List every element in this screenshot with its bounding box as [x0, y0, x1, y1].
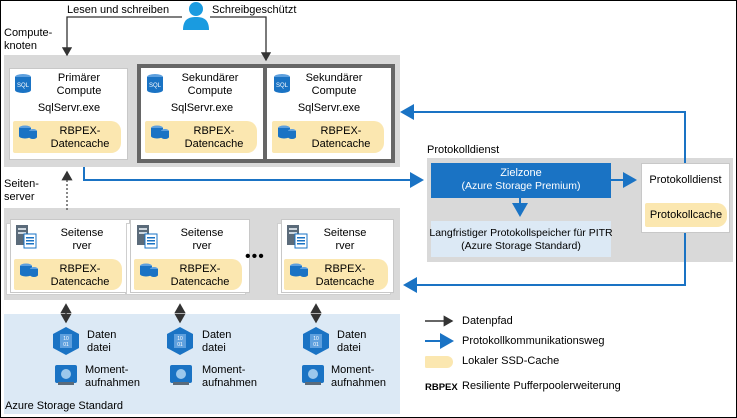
storage-1-snapshot-label-2: aufnahmen: [85, 377, 141, 389]
page-server-3-title-2: rver: [335, 240, 355, 252]
data-file-icon: 10 01: [303, 327, 329, 355]
svg-text:01: 01: [63, 342, 69, 348]
svg-text:10: 10: [63, 336, 69, 342]
storage-3-snapshot-label-1: Moment-: [331, 364, 375, 376]
page-server-3-title-1: Seitense: [323, 227, 367, 239]
storage-2-data-label-2: datei: [202, 342, 226, 354]
sql-database-icon: SQL: [274, 74, 290, 93]
storage-1-data-label-1: Daten: [87, 329, 117, 341]
log-cache: [645, 203, 727, 227]
secondary-compute-1-cache-label-1: RBPEX-: [193, 125, 235, 137]
rbpex-cache-icon: [140, 263, 158, 277]
log-service-node-title: Protokolldienst: [649, 174, 722, 186]
page-server-1-cache-label-1: RBPEX-: [59, 263, 101, 275]
page-server-2-title-2: rver: [192, 240, 212, 252]
data-file-icon: 10 01: [167, 327, 193, 355]
log-service-region-label: Protokolldienst: [427, 144, 500, 156]
secondary-compute-1-cache-label-2: Datencache: [184, 138, 244, 150]
long-term-storage-subtitle: (Azure Storage Standard): [461, 240, 581, 252]
secondary-compute-1-exe: SqlServr.exe: [170, 102, 234, 114]
secondary-compute-2-cache-label-2: Datencache: [311, 138, 371, 150]
page-server-region-label-1: Seiten-: [4, 178, 39, 190]
page-server-region-label-2: server: [4, 191, 35, 203]
page-server-1-title-1: Seitense: [60, 227, 104, 239]
svg-text:SQL: SQL: [276, 83, 289, 89]
page-server-1-cache-label-2: Datencache: [50, 276, 110, 288]
svg-text:10: 10: [177, 336, 183, 342]
primary-compute-cache-label-1: RBPEX-: [59, 125, 101, 137]
snapshot-icon: [170, 365, 192, 385]
legend-rbpex-text: Resiliente Pufferpoolerweiterung: [462, 380, 621, 392]
read-only-label: Schreibgeschützt: [212, 4, 297, 16]
landing-zone-box: [431, 163, 611, 198]
primary-compute-cache-label-2: Datencache: [50, 138, 110, 150]
legend-ssd-cache: Lokaler SSD-Cache: [462, 355, 560, 367]
landing-zone-subtitle: (Azure Storage Premium): [461, 180, 581, 192]
snapshot-icon: [55, 365, 77, 385]
storage-3-snapshot-label-2: aufnahmen: [331, 377, 387, 389]
rbpex-cache-icon: [19, 125, 37, 139]
read-write-label: Lesen und schreiben: [67, 4, 170, 16]
long-term-storage-title: Langfristiger Protokollspeicher für PITR: [429, 227, 613, 239]
storage-1-data-label-2: datei: [87, 342, 111, 354]
secondary-compute-2-title-2: Compute: [311, 85, 357, 97]
rbpex-cache-icon: [151, 125, 169, 139]
compute-region-label-1: Compute-: [4, 27, 53, 39]
rbpex-cache-icon: [290, 263, 308, 277]
secondary-divider: [263, 64, 267, 163]
svg-text:SQL: SQL: [149, 83, 162, 89]
secondary-compute-2-title-1: Sekundärer: [305, 72, 363, 84]
svg-text:SQL: SQL: [17, 83, 30, 89]
storage-3-data-label-1: Daten: [337, 329, 367, 341]
page-server-2-cache-label-2: Datencache: [170, 276, 230, 288]
long-term-storage-box: [431, 221, 611, 257]
server-icon: [16, 225, 37, 249]
secondary-compute-1-title-2: Compute: [187, 85, 233, 97]
secondary-compute-2-cache-label-1: RBPEX-: [320, 125, 362, 137]
page-server-3-cache-label-1: RBPEX-: [324, 263, 366, 275]
compute-region-label-2: knoten: [4, 40, 38, 52]
svg-text:10: 10: [313, 336, 319, 342]
data-file-icon: 10 01: [53, 327, 79, 355]
page-server-2-cache-label-1: RBPEX-: [179, 263, 221, 275]
sql-database-icon: SQL: [147, 74, 163, 93]
legend-ssd-cache-swatch: [425, 356, 453, 368]
server-icon: [287, 225, 308, 249]
legend-log-path: Protokollkommunikationsweg: [462, 335, 605, 347]
page-server-1-title-2: rver: [72, 240, 92, 252]
page-server-2-title-1: Seitense: [180, 227, 224, 239]
storage-region-label: Azure Storage Standard: [5, 400, 124, 412]
legend-data-path: Datenpfad: [462, 315, 513, 327]
primary-compute-exe: SqlServr.exe: [37, 102, 101, 114]
storage-2-snapshot-label-1: Moment-: [202, 364, 246, 376]
svg-text:01: 01: [177, 342, 183, 348]
storage-2-snapshot-label-2: aufnahmen: [202, 377, 258, 389]
snapshot-icon: [302, 365, 324, 385]
primary-compute-title-1: Primärer: [57, 72, 101, 84]
legend-rbpex-abbr: RBPEX: [425, 382, 458, 393]
log-cache-label: Protokollcache: [649, 209, 723, 221]
rbpex-cache-icon: [278, 125, 296, 139]
storage-2-data-label-1: Daten: [202, 329, 232, 341]
storage-3-data-label-2: datei: [337, 342, 361, 354]
user-icon: [183, 2, 209, 30]
storage-1-snapshot-label-1: Moment-: [85, 364, 129, 376]
secondary-compute-1-title-1: Sekundärer: [181, 72, 239, 84]
more-page-servers-ellipsis: •••: [245, 248, 265, 265]
server-icon: [137, 225, 158, 249]
svg-text:01: 01: [313, 342, 319, 348]
primary-compute-title-2: Compute: [56, 85, 102, 97]
rbpex-cache-icon: [20, 263, 38, 277]
page-server-3-cache-label-2: Datencache: [315, 276, 375, 288]
sql-database-icon: SQL: [15, 74, 31, 93]
secondary-compute-2-exe: SqlServr.exe: [297, 102, 361, 114]
landing-zone-title: Zielzone: [500, 167, 542, 179]
